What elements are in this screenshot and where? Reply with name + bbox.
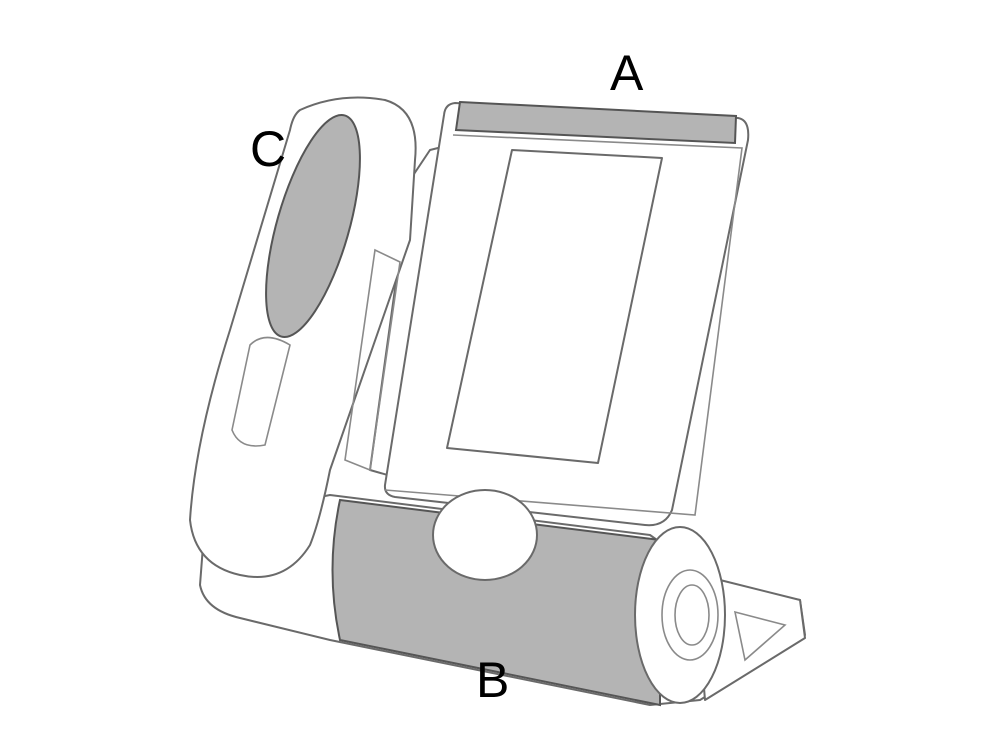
display-area xyxy=(446,149,663,464)
label-a: A xyxy=(610,45,644,101)
handset-cradle xyxy=(344,248,401,472)
stand-foot-cutout xyxy=(733,610,787,662)
screen-bezel xyxy=(384,134,743,516)
end-cap-center xyxy=(674,584,710,646)
handset-grip xyxy=(231,336,291,447)
navigation-knob xyxy=(432,489,538,581)
label-c: C xyxy=(250,121,287,177)
handset-earpiece-c xyxy=(265,114,361,338)
handset xyxy=(189,96,417,578)
label-b: B xyxy=(476,652,510,708)
speaker-bar-b xyxy=(331,498,661,707)
end-cap-ring xyxy=(661,569,719,661)
end-cap xyxy=(634,526,726,704)
top-strip-a xyxy=(454,100,738,145)
